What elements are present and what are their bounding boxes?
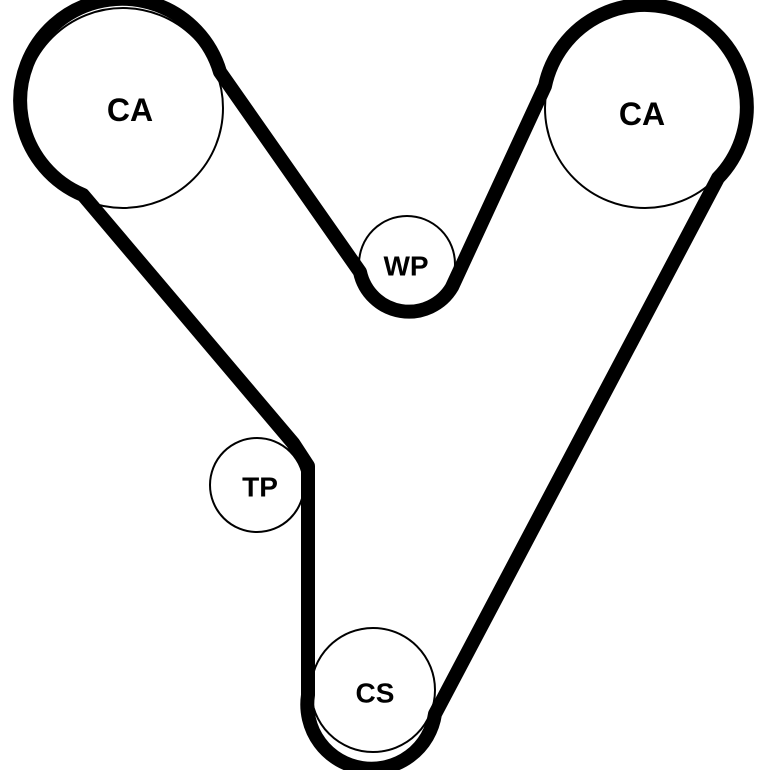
tensioner-pulley: TP xyxy=(209,437,305,533)
tensioner-pulley-label: TP xyxy=(242,472,278,503)
timing-belt xyxy=(13,0,754,770)
crankshaft-pulley: CS xyxy=(310,627,436,753)
water-pump-pulley-label: WP xyxy=(383,251,428,282)
camshaft-pulley-left: CA xyxy=(22,7,224,209)
camshaft-pulley-left-label: CA xyxy=(107,92,153,128)
crankshaft-pulley-label: CS xyxy=(356,678,395,709)
camshaft-pulley-right-label: CA xyxy=(619,96,665,132)
